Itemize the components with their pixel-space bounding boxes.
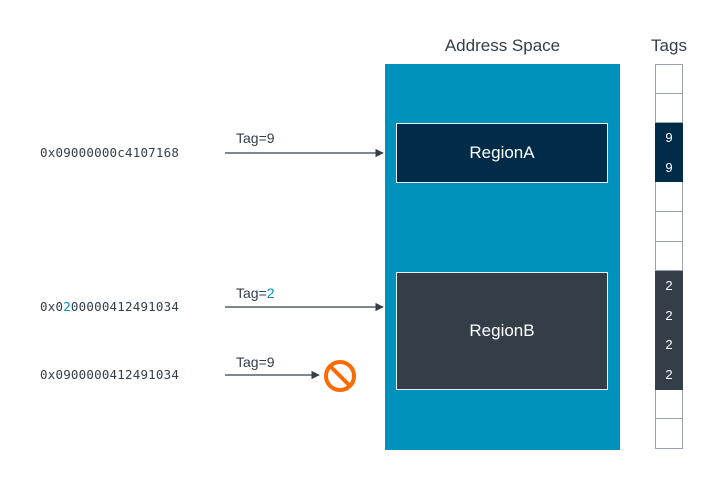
tag-cell xyxy=(655,389,683,420)
tag-cell xyxy=(655,93,683,124)
tag-label-text: Tag= xyxy=(236,354,267,370)
pointer-tag-digit: 9 xyxy=(63,367,71,382)
tag-cell xyxy=(655,241,683,272)
tag-label-text: Tag= xyxy=(236,130,267,146)
tag-cell: 9 xyxy=(655,152,683,183)
tag-cell: 2 xyxy=(655,359,683,390)
pointer-address-2: 0x0200000412491034 xyxy=(40,299,179,314)
pointer-prefix: 0x0 xyxy=(40,145,64,160)
tag-cell: 9 xyxy=(655,123,683,153)
tag-label-3: Tag=9 xyxy=(236,354,275,370)
tag-cell: 2 xyxy=(655,330,683,360)
tag-cell: 2 xyxy=(655,271,683,301)
pointer-tag-digit: 2 xyxy=(63,299,71,314)
tag-label-value: 2 xyxy=(266,285,275,301)
tag-cell xyxy=(655,419,683,449)
pointer-prefix: 0x0 xyxy=(40,299,64,314)
tags-title: Tags xyxy=(651,36,687,55)
address-space-title: Address Space xyxy=(444,36,561,55)
tag-cell: 2 xyxy=(655,300,683,331)
pointer-address-3: 0x0900000412491034 xyxy=(40,367,179,382)
pointer-tag-digit: 9 xyxy=(63,145,71,160)
tag-label-value: 9 xyxy=(266,354,275,370)
tag-cell xyxy=(655,211,683,242)
tag-column: 9 9 2 2 2 2 xyxy=(655,64,683,449)
pointer-rest: 000000c4107168 xyxy=(70,145,180,160)
tag-label-text: Tag= xyxy=(236,285,267,301)
pointer-prefix: 0x0 xyxy=(40,367,64,382)
tag-label-2: Tag=2 xyxy=(236,285,275,301)
region-b: RegionB xyxy=(396,272,608,390)
pointer-address-1: 0x09000000c4107168 xyxy=(40,145,179,160)
tag-label-value: 9 xyxy=(266,130,275,146)
region-a: RegionA xyxy=(396,123,608,183)
pointer-rest: 00000412491034 xyxy=(70,367,180,382)
tag-cell xyxy=(655,64,683,94)
pointer-rest: 00000412491034 xyxy=(70,299,180,314)
tag-cell xyxy=(655,182,683,212)
tag-label-1: Tag=9 xyxy=(236,130,275,146)
no-entry-icon xyxy=(324,360,356,392)
